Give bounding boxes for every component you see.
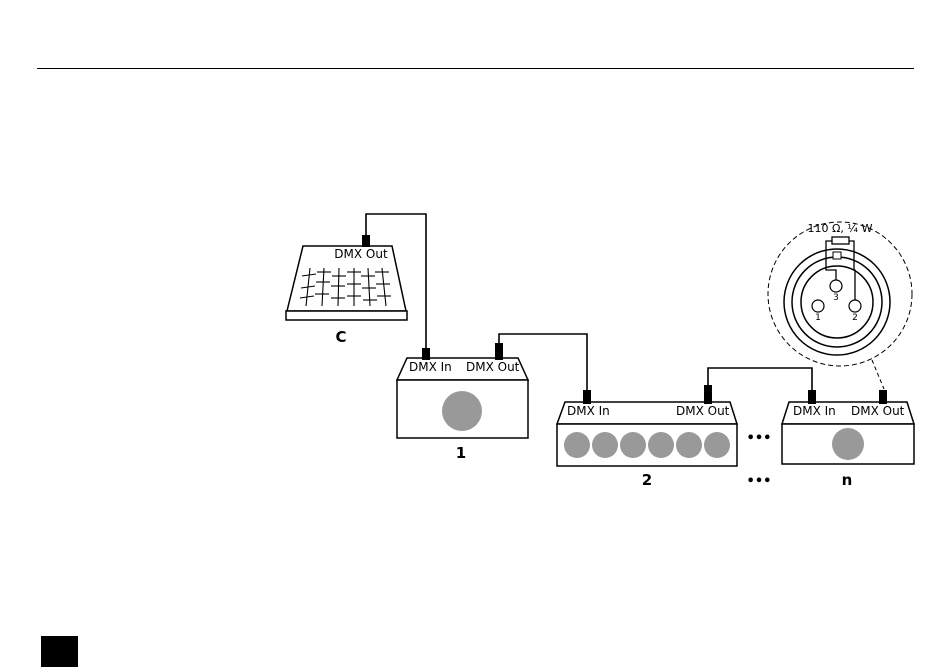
device-1: DMX In DMX Out 1 [397,343,528,462]
xlr-pin-1-label: 1 [815,313,821,323]
xlr-pin-1 [812,300,824,312]
device-n-id-label: n [842,471,853,489]
device-n-dmx-in-connector [808,390,816,404]
device-2-lens [704,432,730,458]
controller-base [286,311,407,320]
resistor-label: 110 Ω, ¼ W [808,222,873,235]
xlr-pin-3-label: 3 [833,293,839,303]
device-n-dmx-out-connector [879,390,887,404]
device-2: DMX In DMX Out 2 [557,385,737,489]
device-1-dmx-in-connector [422,348,430,360]
device-2-lens [592,432,618,458]
xlr-pin-3 [830,280,842,292]
device-n: DMX In DMX Out n [782,390,914,489]
device-n-lens [832,428,864,460]
device-1-dmx-in-label: DMX In [409,360,452,374]
cable-device2-to-devicen [708,368,812,393]
ellipsis-upper: ••• [747,431,772,446]
device-2-id-label: 2 [642,471,652,489]
device-2-dmx-out-label: DMX Out [676,404,730,418]
device-1-id-label: 1 [456,444,466,462]
controller-dmx-out-connector [362,235,370,247]
ellipsis-lower: ••• [747,474,772,489]
device-2-lens [620,432,646,458]
device-2-lens [564,432,590,458]
device-1-dmx-out-connector [495,343,503,360]
terminator-leader-line [872,360,884,389]
xlr-pin-2-label: 2 [852,313,858,323]
page-marker [41,636,78,667]
device-n-dmx-in-label: DMX In [793,404,836,418]
device-n-dmx-out-label: DMX Out [851,404,905,418]
controller-id-label: C [335,328,346,346]
xlr-key-notch [833,252,841,259]
device-2-dmx-in-connector [583,390,591,404]
device-2-lens [676,432,702,458]
resistor-icon [832,237,849,244]
xlr-pin-2 [849,300,861,312]
terminator-plug-detail: 1 2 3 110 Ω, ¼ W [768,222,912,389]
device-1-dmx-out-label: DMX Out [466,360,520,374]
device-2-lens [648,432,674,458]
controller-dmx-out-label: DMX Out [334,247,388,261]
device-1-lens [442,391,482,431]
device-2-dmx-in-label: DMX In [567,404,610,418]
device-2-dmx-out-connector [704,385,712,404]
dmx-controller: DMX Out C [286,235,407,346]
